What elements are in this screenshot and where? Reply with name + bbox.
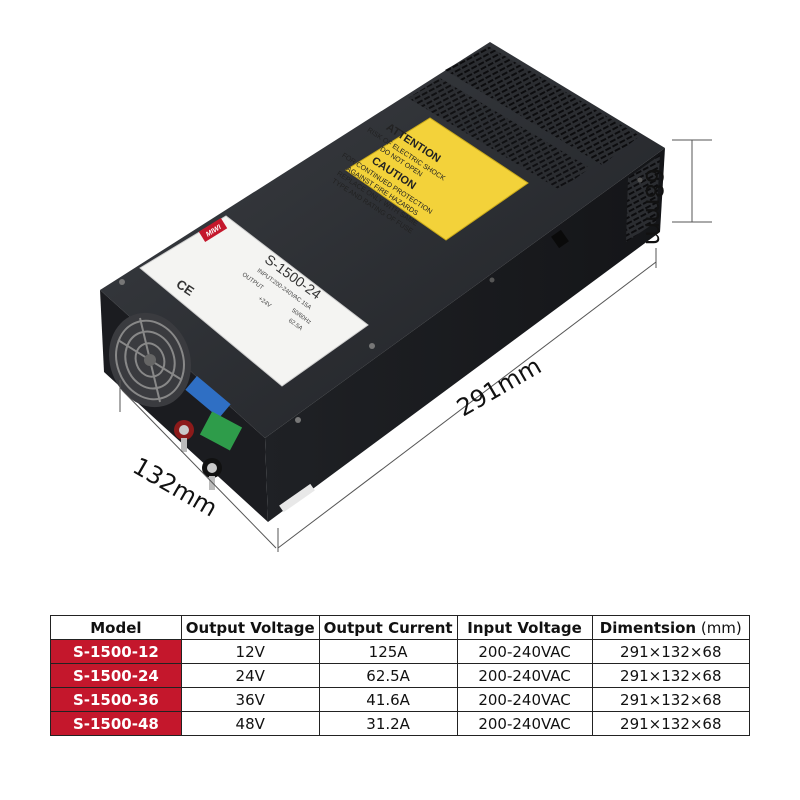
dimension-cell: 291×132×68 xyxy=(591,711,751,736)
input-voltage-cell: 200-240VAC xyxy=(456,711,593,736)
output-current-cell: 41.6A xyxy=(318,687,458,712)
output-current-cell: 31.2A xyxy=(318,711,458,736)
warning-label-bg xyxy=(345,117,529,241)
header-dimension-unit: (mm) xyxy=(696,618,742,637)
output-voltage-cell: 12V xyxy=(180,639,320,664)
output-voltage-cell: 48V xyxy=(180,711,320,736)
header-output-voltage: Output Voltage xyxy=(180,615,320,640)
screw xyxy=(119,279,125,285)
brand-logo xyxy=(198,218,228,242)
output-current-cell: 62.5A xyxy=(318,663,458,688)
model-cell: S-1500-12 xyxy=(50,639,182,664)
spec-header-row: Model Output Voltage Output Current Inpu… xyxy=(50,615,751,640)
rating-plate xyxy=(139,215,369,387)
input-voltage-cell: 200-240VAC xyxy=(456,639,593,664)
output-voltage-cell: 24V xyxy=(180,663,320,688)
terminal-block-green xyxy=(199,411,243,451)
header-input-voltage: Input Voltage xyxy=(456,615,593,640)
model-cell: S-1500-48 xyxy=(50,711,182,736)
screw xyxy=(295,417,301,423)
table-row: S-1500-36 36V 41.6A 200-240VAC 291×132×6… xyxy=(50,687,751,712)
model-cell: S-1500-24 xyxy=(50,663,182,688)
terminal-red xyxy=(174,420,194,452)
screw xyxy=(369,343,375,349)
spec-table: Model Output Voltage Output Current Inpu… xyxy=(50,615,751,736)
barcode-sticker xyxy=(279,483,315,513)
cooling-fan xyxy=(108,312,192,408)
terminal-block-blue xyxy=(185,375,231,419)
header-model: Model xyxy=(50,615,182,640)
dimension-cell: 291×132×68 xyxy=(591,687,751,712)
top-vents xyxy=(445,46,640,165)
input-voltage-cell: 200-240VAC xyxy=(456,687,593,712)
dimension-height-label: 68mm xyxy=(640,168,668,246)
top-vents-2 xyxy=(408,78,590,190)
output-current-cell: 125A xyxy=(318,639,458,664)
header-dimension: Dimentsion (mm) xyxy=(591,615,751,640)
terminal-black xyxy=(202,458,222,490)
header-dimension-label: Dimentsion xyxy=(599,618,697,637)
table-row: S-1500-48 48V 31.2A 200-240VAC 291×132×6… xyxy=(50,711,751,736)
output-voltage-cell: 36V xyxy=(180,687,320,712)
model-cell: S-1500-36 xyxy=(50,687,182,712)
screw xyxy=(489,277,495,283)
table-row: S-1500-12 12V 125A 200-240VAC 291×132×68 xyxy=(50,639,751,664)
dimension-cell: 291×132×68 xyxy=(591,663,751,688)
dimension-lines xyxy=(119,139,712,552)
input-voltage-cell: 200-240VAC xyxy=(456,663,593,688)
header-output-current: Output Current xyxy=(318,615,458,640)
side-switch xyxy=(551,229,569,249)
power-supply-photo: ATTENTION RISK OF ELECTRIC SHOCK DO NOT … xyxy=(100,42,712,552)
dimension-cell: 291×132×68 xyxy=(591,639,751,664)
table-row: S-1500-24 24V 62.5A 200-240VAC 291×132×6… xyxy=(50,663,751,688)
screw xyxy=(637,177,643,183)
side-vents xyxy=(626,155,660,242)
